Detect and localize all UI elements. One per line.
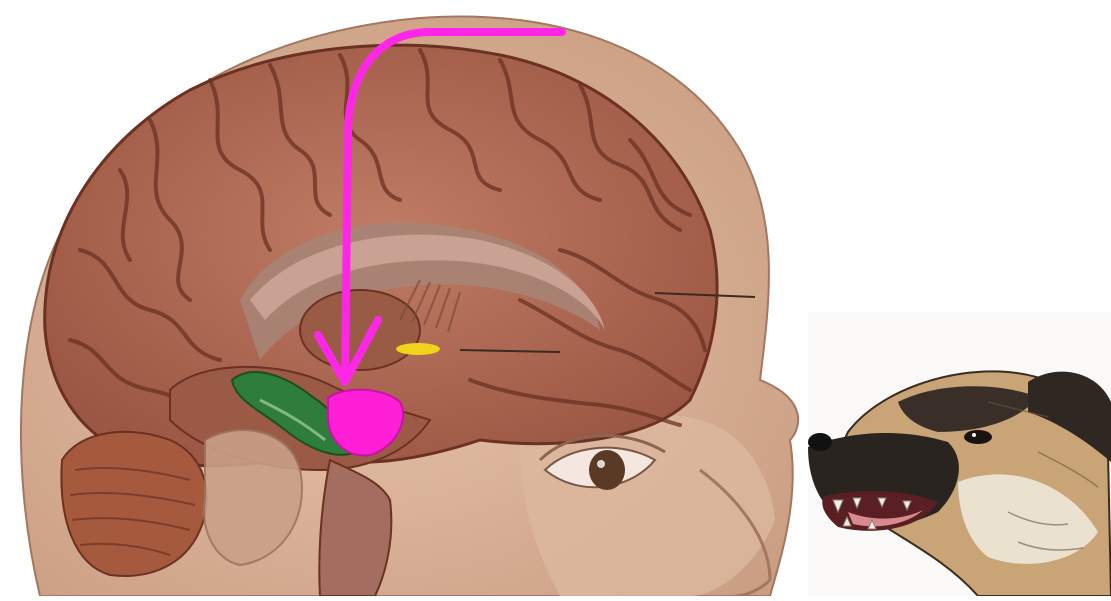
yellow-structure xyxy=(396,343,440,355)
threat-stimulus-panel xyxy=(808,312,1111,596)
snarling-dog-icon xyxy=(808,312,1111,596)
iris xyxy=(589,450,625,490)
